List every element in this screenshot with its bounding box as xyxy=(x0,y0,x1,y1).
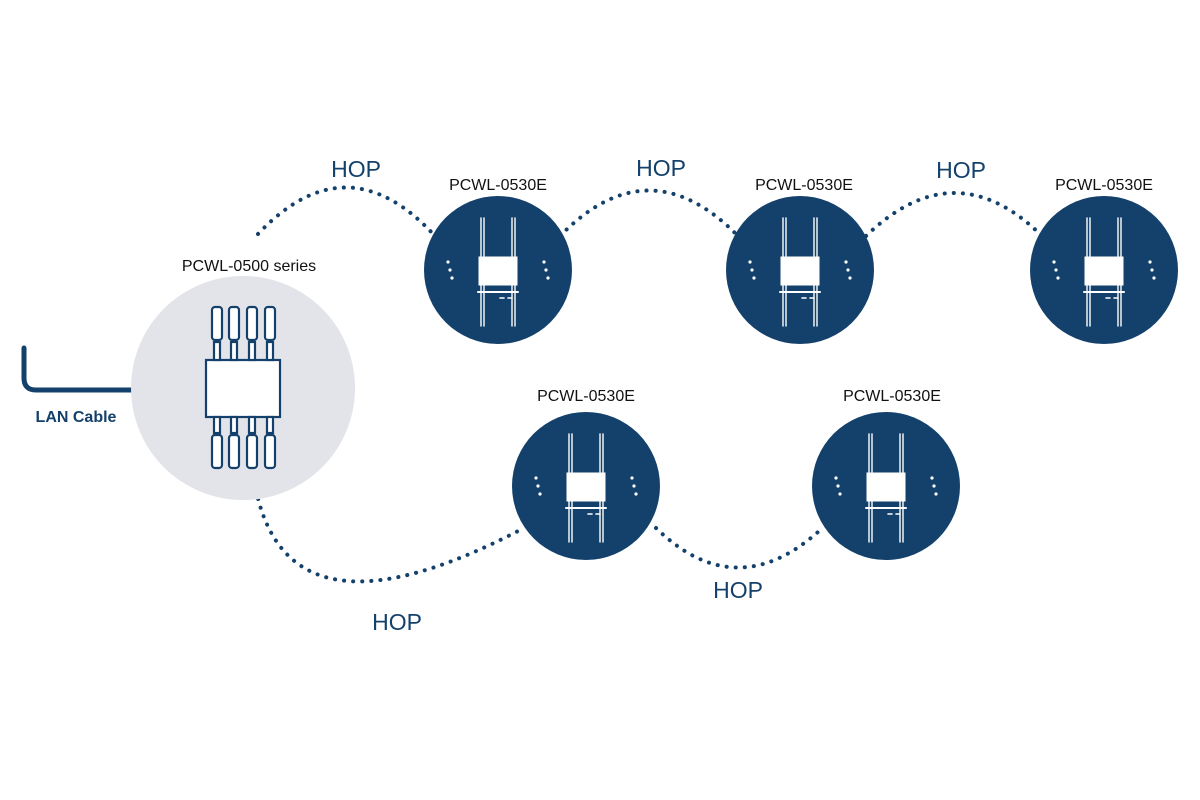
access-point-node-4: PCWL-0530E xyxy=(512,388,660,560)
hop-link-5 xyxy=(654,526,820,570)
lan-cable-label: LAN Cable xyxy=(36,409,117,426)
access-point-icon xyxy=(834,433,938,543)
access-point-icon xyxy=(534,433,638,543)
access-point-node-5: PCWL-0530E xyxy=(812,388,960,560)
controller-node: PCWL-0500 series xyxy=(131,258,355,500)
access-point-label: PCWL-0530E xyxy=(537,388,635,405)
hop-label-1: HOP xyxy=(331,156,381,182)
access-point-icon xyxy=(748,217,852,327)
controller-label: PCWL-0500 series xyxy=(182,258,316,275)
access-point-node-2: PCWL-0530E xyxy=(726,177,874,344)
lan-cable xyxy=(21,345,137,393)
hop-link-2 xyxy=(558,188,740,238)
access-point-label: PCWL-0530E xyxy=(449,177,547,194)
access-point-icon xyxy=(446,217,550,327)
hop-label-4: HOP xyxy=(372,609,422,635)
hop-label-3: HOP xyxy=(936,157,986,183)
hop-link-3 xyxy=(864,191,1044,238)
access-point-node-3: PCWL-0530E xyxy=(1030,177,1178,344)
access-point-label: PCWL-0530E xyxy=(755,177,853,194)
access-point-label: PCWL-0530E xyxy=(843,388,941,405)
hop-label-2: HOP xyxy=(636,155,686,181)
access-point-icon xyxy=(1052,217,1156,327)
hop-label-5: HOP xyxy=(713,577,763,603)
controller-device-icon xyxy=(204,305,282,470)
access-point-label: PCWL-0530E xyxy=(1055,177,1153,194)
hop-link-4 xyxy=(254,488,522,584)
access-point-node-1: PCWL-0530E xyxy=(424,177,572,344)
hop-link-1 xyxy=(256,185,437,238)
